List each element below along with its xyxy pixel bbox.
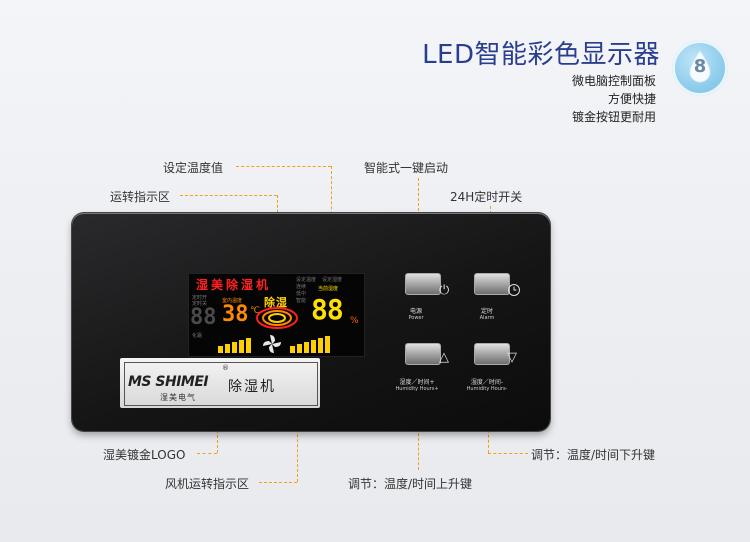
- callout-line: [217, 415, 218, 453]
- lcd-timer-digits: 88: [190, 305, 217, 330]
- logo-brand-en: MS SHIMEI: [128, 374, 209, 390]
- logo-product: 除湿机: [228, 379, 276, 395]
- callout-fan-area: 风机运转指示区: [165, 477, 250, 491]
- callout-logo: 湿美镀金LOGO: [103, 448, 186, 462]
- down-label-cn: 湿度／时间-: [470, 379, 504, 386]
- fan-icon: [263, 335, 281, 353]
- logo-brand-cn: 湿美电气: [160, 393, 196, 402]
- lcd-humidity: 88: [311, 293, 344, 326]
- lcd-indicator-bars: [218, 335, 330, 353]
- lcd-brand: 湿美除湿机: [196, 278, 272, 292]
- water-drop-icon: [689, 50, 711, 83]
- clock-icon: [508, 284, 520, 296]
- callout-smart-start: 智能式一键启动: [364, 161, 449, 175]
- page-title: LED智能彩色显示器: [422, 40, 660, 70]
- feature-line-2: 方便快捷: [607, 92, 656, 106]
- callout-line: [488, 453, 528, 454]
- lcd-room-temp-label: 室内温度: [222, 298, 243, 304]
- callout-line: [418, 404, 419, 470]
- power-label-cn: 电源: [409, 308, 422, 315]
- running-rings-icon: [256, 307, 298, 329]
- triangle-up-icon: △: [439, 350, 449, 365]
- down-button[interactable]: [474, 343, 510, 365]
- lcd-temp-unit: ℃: [250, 306, 261, 316]
- callout-adj-down: 调节：温度/时间下升键: [531, 448, 656, 462]
- lcd-timer-off-label: 定时关: [192, 301, 208, 307]
- callout-adj-up: 调节：温度/时间上升键: [348, 477, 473, 491]
- logo-registered: ®: [222, 364, 229, 372]
- callout-set-temp: 设定温度值: [163, 161, 224, 175]
- power-label-en: Power: [408, 315, 424, 321]
- lcd-timer-on-label: 定时开: [192, 295, 208, 301]
- callout-line: [259, 482, 297, 483]
- up-label-en: Humidity Hours+: [395, 386, 439, 392]
- lcd-mode-label-2: 低中: [296, 291, 307, 297]
- lcd-mode-label-1: 连续: [296, 284, 307, 290]
- power-button[interactable]: [405, 273, 441, 295]
- callout-line: [180, 195, 277, 196]
- feature-line-3: 镀金按钮更耐用: [571, 110, 656, 124]
- up-label-cn: 湿度／时间+: [399, 379, 435, 386]
- callout-run-area: 运转指示区: [110, 190, 171, 204]
- lcd-defrost-label: 化霜: [192, 333, 203, 339]
- lcd-temperature: 38: [222, 302, 249, 327]
- lcd-mode: 除湿: [264, 296, 288, 309]
- callout-timer: 24H定时开关: [450, 190, 523, 204]
- lcd-humidity-unit: %: [350, 316, 359, 326]
- triangle-down-icon: ▽: [507, 350, 517, 365]
- lcd-set-temp-label: 设定温度: [296, 277, 317, 283]
- power-icon: ⏻: [439, 283, 450, 298]
- down-label-en: Humidity Hours-: [466, 386, 508, 392]
- callout-line: [197, 453, 217, 454]
- timer-label-cn: 定时: [480, 308, 493, 315]
- lcd-set-hum-label: 设定湿度: [322, 277, 343, 283]
- brand-logo-plate: [120, 358, 320, 408]
- badge-number: 8: [693, 56, 707, 77]
- lcd-cur-hum-label: 当前湿度: [318, 286, 339, 292]
- logo-border: [124, 362, 318, 406]
- lcd-mode-label-3: 智能: [296, 298, 307, 304]
- up-button[interactable]: [405, 343, 441, 365]
- timer-label-en: Alarm: [479, 315, 495, 321]
- feature-line-1: 微电脑控制面板: [571, 74, 656, 88]
- callout-line: [236, 166, 331, 167]
- timer-button[interactable]: [474, 273, 510, 295]
